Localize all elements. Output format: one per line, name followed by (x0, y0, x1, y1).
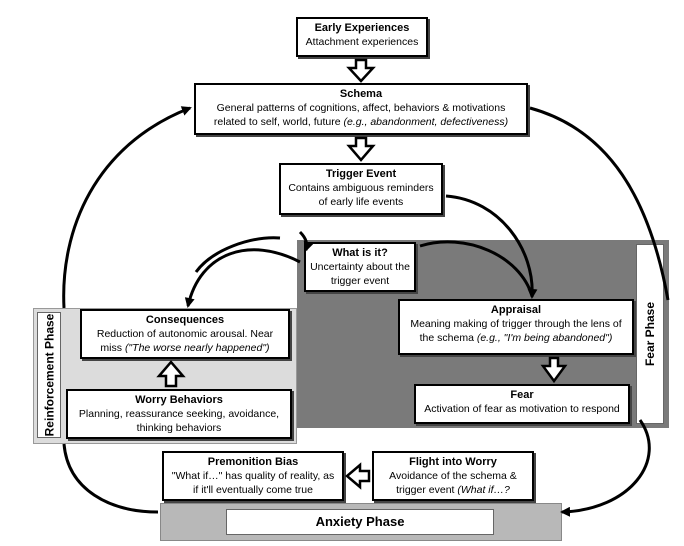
appraisal-body: Meaning making of trigger through the le… (410, 318, 622, 344)
fear-phase-label: Fear Phase (636, 244, 664, 424)
worry-behaviors-body: Planning, reassurance seeking, avoidance… (78, 408, 280, 434)
premonition-bias-box: Premonition Bias "What if…" has quality … (162, 451, 344, 501)
consequences-title: Consequences (145, 314, 225, 326)
flight-into-worry-body: Avoidance of the schema & trigger event … (389, 470, 517, 499)
worry-behaviors-box: Worry Behaviors Planning, reassurance se… (66, 389, 292, 439)
curve-whatis-to-consequences (184, 248, 301, 308)
trigger-event-body: Contains ambiguous reminders of early li… (288, 182, 434, 208)
curve-trigger-to-appraisal (445, 194, 538, 299)
early-experiences-body: Attachment experiences (305, 36, 419, 48)
trigger-event-box: Trigger Event Contains ambiguous reminde… (279, 163, 443, 215)
appraisal-title: Appraisal (490, 304, 542, 316)
curve-schema-to-fear-phase (529, 106, 670, 301)
premonition-bias-body: "What if…" has quality of reality, as if… (171, 470, 335, 496)
what-is-it-body: Uncertainty about the trigger event (310, 261, 410, 287)
consequences-body: Reduction of autonomic arousal. Near mis… (96, 328, 274, 354)
schema-box: Schema General patterns of cognitions, a… (194, 83, 528, 135)
trigger-event-title: Trigger Event (325, 168, 397, 180)
block-arrow-flight-to-premonition (345, 462, 371, 490)
flight-into-worry-title: Flight into Worry (409, 456, 497, 468)
consequences-box: Consequences Reduction of autonomic arou… (80, 309, 290, 359)
fear-title: Fear (510, 389, 534, 401)
schema-body: General patterns of cognitions, affect, … (213, 102, 509, 128)
anxiety-phase-label: Anxiety Phase (226, 509, 494, 535)
fear-box: Fear Activation of fear as motivation to… (414, 384, 630, 424)
curve-trigger-to-whatis (194, 236, 281, 273)
block-arrow-worry-to-consequences (156, 360, 186, 388)
curve-worry-to-anxiety (62, 443, 159, 514)
curve-trigger-down-to-whatis (298, 230, 314, 252)
curve-consequences-to-schema (62, 106, 192, 309)
early-experiences-title: Early Experiences (314, 22, 410, 34)
block-arrow-early-to-schema (346, 58, 376, 83)
curve-fear-to-anxiety (560, 419, 651, 517)
curve-whatis-to-appraisal (419, 240, 534, 297)
reinforcement-phase-label: Reinforcement Phase (37, 312, 61, 438)
worry-behaviors-title: Worry Behaviors (135, 394, 223, 406)
what-is-it-title: What is it? (332, 247, 388, 259)
early-experiences-box: Early Experiences Attachment experiences (296, 17, 428, 57)
schema-title: Schema (339, 88, 383, 100)
block-arrow-appraisal-to-fear (540, 356, 568, 384)
premonition-bias-title: Premonition Bias (207, 456, 299, 468)
flight-into-worry-box: Flight into Worry Avoidance of the schem… (372, 451, 534, 501)
fear-body: Activation of fear as motivation to resp… (424, 403, 620, 415)
appraisal-box: Appraisal Meaning making of trigger thro… (398, 299, 634, 355)
what-is-it-box: What is it? Uncertainty about the trigge… (304, 242, 416, 292)
block-arrow-schema-to-trigger (346, 136, 376, 162)
